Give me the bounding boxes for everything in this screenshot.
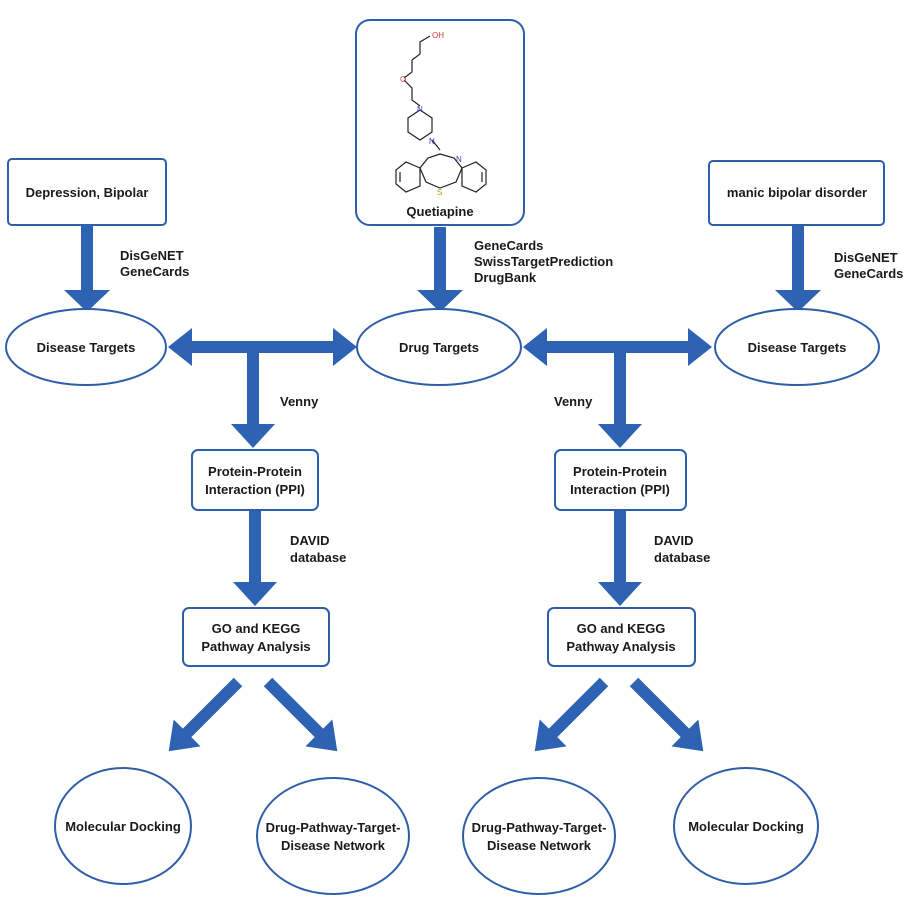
left-targets-label: Disease Targets	[37, 340, 136, 355]
atom-o: O	[400, 75, 406, 84]
drug-source-3: DrugBank	[474, 270, 537, 285]
atom-n2: N	[429, 137, 435, 146]
left-network-line1: Drug-Pathway-Target-	[266, 820, 401, 835]
left-go-kegg-box	[182, 607, 330, 667]
left-david-1: DAVID	[290, 533, 329, 548]
right-ppi-box	[554, 449, 687, 511]
right-disease-targets	[714, 308, 880, 386]
right-venny-arrow	[598, 353, 642, 448]
drug-source-2: SwissTargetPrediction	[474, 254, 613, 269]
right-disease-arrow	[775, 225, 821, 312]
left-to-network-arrow	[263, 677, 338, 752]
right-network-line2: Disease Network	[487, 838, 592, 853]
right-double-arrow	[523, 328, 712, 366]
right-to-docking-arrow	[629, 677, 704, 752]
left-docking-ellipse	[54, 767, 192, 885]
right-docking-label: Molecular Docking	[688, 819, 804, 834]
right-targets-label: Disease Targets	[748, 340, 847, 355]
atom-n3: N	[456, 155, 462, 164]
left-ppi-line2: Interaction (PPI)	[205, 482, 305, 497]
left-ppi-line1: Protein-Protein	[208, 464, 302, 479]
left-venny-arrow	[231, 353, 275, 448]
left-docking-label: Molecular Docking	[65, 819, 181, 834]
left-venny-label: Venny	[280, 394, 319, 409]
drug-source-1: GeneCards	[474, 238, 543, 253]
right-go-kegg-box	[547, 607, 696, 667]
left-david-2: database	[290, 550, 346, 565]
right-venny-label: Venny	[554, 394, 593, 409]
right-david-1: DAVID	[654, 533, 693, 548]
atom-oh: OH	[432, 31, 444, 40]
left-david-arrow	[233, 511, 277, 606]
left-to-docking-arrow	[168, 677, 243, 752]
atom-n1: N	[417, 105, 423, 114]
right-source-1: DisGeNET	[834, 250, 898, 265]
left-go-line2: Pathway Analysis	[201, 639, 310, 654]
left-double-arrow	[168, 328, 357, 366]
right-to-network-arrow	[534, 677, 609, 752]
right-david-2: database	[654, 550, 710, 565]
drug-targets-label: Drug Targets	[399, 340, 479, 355]
right-source-2: GeneCards	[834, 266, 903, 281]
right-ppi-line2: Interaction (PPI)	[570, 482, 670, 497]
left-source-2: GeneCards	[120, 264, 189, 279]
left-disease-label: Depression, Bipolar	[26, 185, 149, 200]
left-go-line1: GO and KEGG	[212, 621, 301, 636]
left-network-line2: Disease Network	[281, 838, 386, 853]
right-disease-label: manic bipolar disorder	[727, 185, 867, 200]
quetiapine-structure: OH O N N N S	[395, 31, 487, 197]
right-ppi-line1: Protein-Protein	[573, 464, 667, 479]
drug-arrow	[417, 227, 463, 312]
left-network-ellipse	[256, 777, 410, 895]
atom-s: S	[437, 188, 442, 197]
right-network-line1: Drug-Pathway-Target-	[472, 820, 607, 835]
left-disease-targets	[5, 308, 167, 386]
right-docking-ellipse	[673, 767, 819, 885]
right-go-line1: GO and KEGG	[577, 621, 666, 636]
left-source-1: DisGeNET	[120, 248, 184, 263]
left-disease-arrow	[64, 225, 110, 312]
right-david-arrow	[598, 511, 642, 606]
left-ppi-box	[191, 449, 319, 511]
drug-name: Quetiapine	[406, 204, 473, 219]
right-go-line2: Pathway Analysis	[566, 639, 675, 654]
right-network-ellipse	[462, 777, 616, 895]
